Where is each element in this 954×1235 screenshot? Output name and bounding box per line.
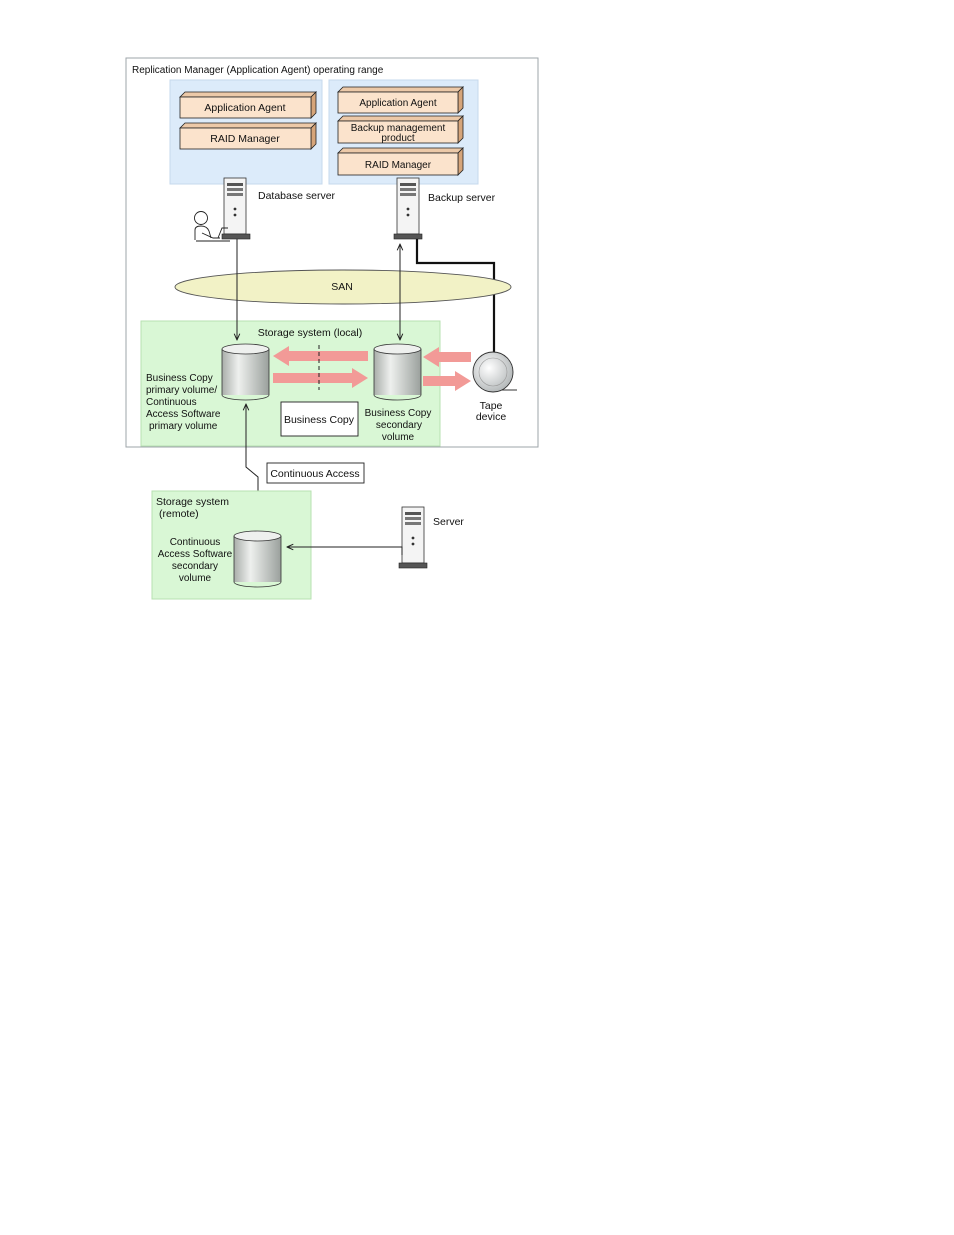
- primary-volume-label-5: primary volume: [149, 421, 218, 432]
- copy-arrow: [273, 368, 368, 388]
- backup-app-agent-label: Application Agent: [359, 98, 437, 109]
- database-server-label: Database server: [258, 190, 336, 202]
- server-to-remote-arrow: [287, 547, 403, 555]
- tape-label-1: Tape: [480, 400, 503, 412]
- backup-management-box: Backup management product: [337, 115, 464, 144]
- san-label: SAN: [331, 281, 353, 293]
- continuous-access-label: Continuous Access: [270, 468, 359, 480]
- tape-restore-arrow: [423, 347, 471, 367]
- remote-volume-label-1: Continuous: [170, 537, 221, 548]
- primary-volume-label-4: Access Software: [146, 409, 221, 420]
- primary-volume-label-3: Continuous: [146, 397, 197, 408]
- database-server-icon: [221, 177, 251, 240]
- tape-backup-arrow: [423, 371, 471, 391]
- secondary-volume-cylinder: [373, 343, 422, 401]
- remote-volume-label-4: volume: [179, 573, 212, 584]
- business-copy-label: Business Copy: [284, 414, 355, 426]
- secondary-volume-label-1: Business Copy: [365, 408, 432, 419]
- san-ellipse: [174, 269, 512, 305]
- secondary-volume-label-3: volume: [382, 432, 415, 443]
- db-raid-manager-box: RAID Manager: [179, 122, 317, 150]
- operator-icon: [194, 211, 230, 242]
- remote-volume-label-3: secondary: [172, 561, 218, 572]
- backup-server-label: Backup server: [428, 192, 496, 204]
- operating-range-title: Replication Manager (Application Agent) …: [132, 65, 384, 76]
- tape-device-icon: [472, 351, 517, 393]
- backup-app-agent-box: Application Agent: [337, 86, 464, 114]
- db-app-agent-label: Application Agent: [204, 102, 285, 114]
- backup-server-icon: [393, 177, 423, 240]
- backup-management-label-1: Backup management: [351, 123, 446, 134]
- db-raid-manager-label: RAID Manager: [210, 133, 280, 145]
- restore-arrow: [273, 346, 368, 366]
- continuous-access-box: [266, 462, 365, 484]
- primary-volume-label-1: Business Copy: [146, 373, 213, 384]
- remote-storage-zone: [151, 490, 312, 600]
- primary-volume-label-2: primary volume/: [146, 385, 217, 396]
- tape-label-2: device: [476, 411, 507, 423]
- remote-server-icon: [398, 506, 428, 569]
- server-label: Server: [433, 516, 464, 528]
- remote-volume-label-2: Access Software: [158, 549, 233, 560]
- secondary-volume-label-2: secondary: [376, 420, 422, 431]
- primary-volume-cylinder: [221, 343, 270, 401]
- remote-storage-label-2: (remote): [159, 508, 199, 520]
- remote-storage-label-1: Storage system: [156, 496, 229, 508]
- local-storage-label: Storage system (local): [258, 327, 362, 339]
- business-copy-box: [280, 401, 359, 437]
- backup-raid-manager-box: RAID Manager: [337, 147, 464, 176]
- remote-volume-cylinder: [233, 530, 282, 588]
- backup-tape-cable: [415, 239, 496, 353]
- db-app-agent-box: Application Agent: [179, 91, 317, 119]
- backup-management-label-2: product: [381, 133, 415, 144]
- backup-raid-manager-label: RAID Manager: [365, 160, 432, 171]
